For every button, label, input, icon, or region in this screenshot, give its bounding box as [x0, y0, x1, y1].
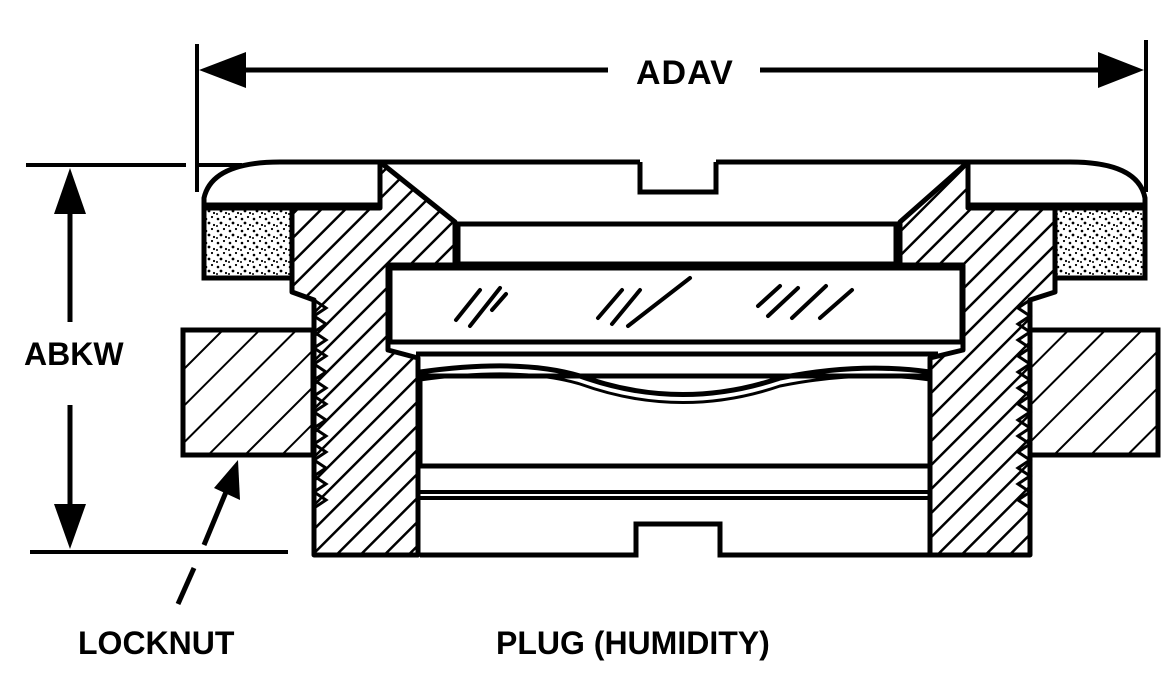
- part-name-label: PLUG (HUMIDITY): [496, 625, 770, 661]
- plug-body: [289, 159, 1058, 558]
- height-dimension-line: [26, 163, 288, 554]
- arrowhead-up-icon: [54, 168, 86, 214]
- plug-head-rim: [201, 159, 1148, 208]
- width-dimension-line: [195, 40, 1148, 192]
- inner-bore: [416, 221, 938, 558]
- glass-window: [387, 265, 965, 345]
- arrowhead-left-icon: [199, 52, 246, 88]
- arrowhead-down-icon: [54, 504, 86, 549]
- locknut-label: LOCKNUT: [78, 625, 235, 661]
- arrowhead-right-icon: [1098, 52, 1144, 88]
- locknut-leader: [175, 460, 240, 606]
- height-dimension-label: ABKW: [24, 336, 124, 372]
- width-dimension-label: ADAV: [636, 54, 734, 92]
- leader-arrowhead-icon: [214, 460, 240, 500]
- gasket: [201, 205, 1148, 281]
